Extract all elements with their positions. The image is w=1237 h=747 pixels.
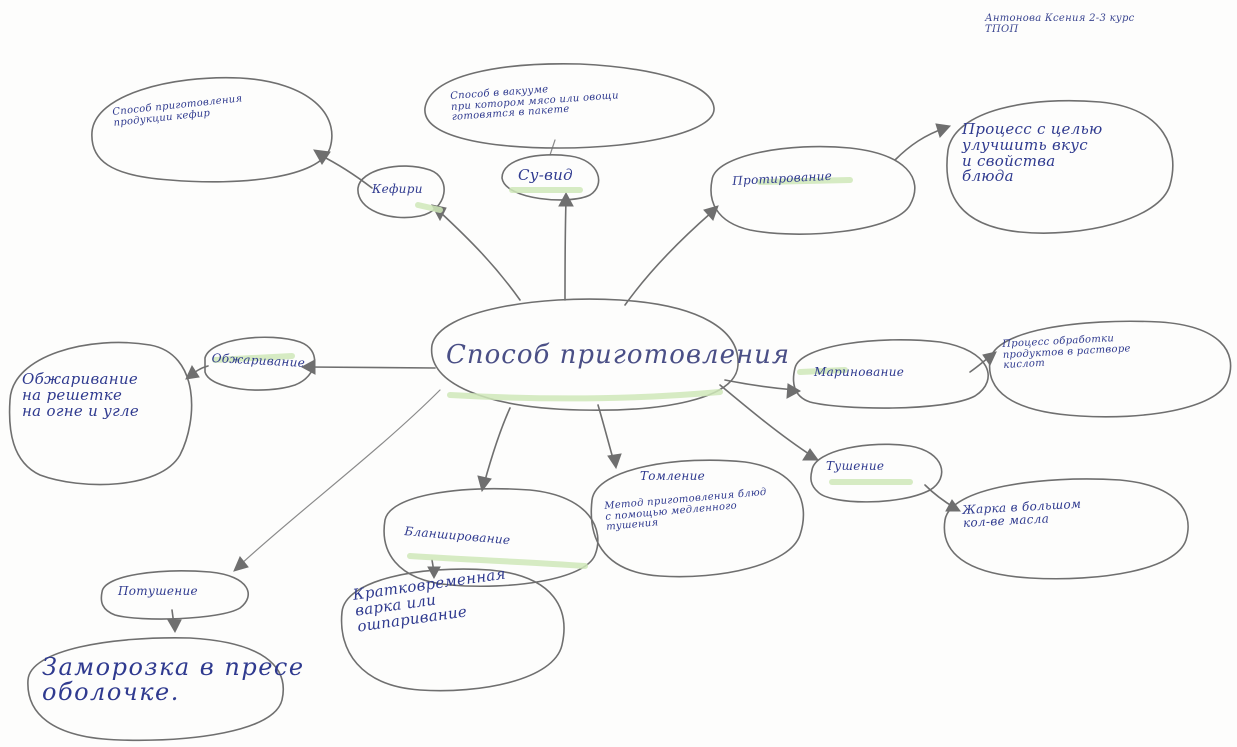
center-oval [430, 298, 739, 412]
link-kefiri [439, 211, 521, 301]
highlight-center [447, 389, 723, 402]
highlight-marinovanie [797, 367, 848, 375]
highlight-kefiri [415, 202, 443, 213]
author-note: Антонова Ксения 2-3 курс ТПОП [985, 13, 1135, 35]
suvid-desc-oval [424, 63, 715, 149]
obzharivanie-desc-oval [8, 341, 193, 486]
blanshirovanie-desc-oval [340, 568, 565, 692]
suvid-oval [501, 154, 600, 201]
link-obzharivanie [307, 366, 436, 369]
link-suvid [564, 199, 567, 301]
link-blanshirovanie [483, 407, 511, 485]
marinovanie-desc-oval [988, 320, 1232, 418]
kefiri-desc-oval [91, 76, 333, 183]
tomlenie-label: Томление [640, 469, 706, 483]
potushenie-label: Потушение [118, 584, 198, 598]
tushenie-desc-oval [943, 478, 1189, 580]
marinovanie-desc: Процесс обработки продуктов в растворе к… [1001, 333, 1131, 371]
obzharivanie-oval [204, 336, 316, 391]
suvid-label: Су-вид [518, 166, 573, 184]
link-tushenie [719, 384, 813, 457]
arrowhead-kefiri-desc [313, 149, 331, 165]
highlight-obzharivanie [212, 353, 295, 363]
arrowhead-protivirovanie [703, 205, 719, 221]
potushenie-desc: Заморозка в пресе оболочке. [42, 653, 305, 707]
obzharivanie-desc: Обжаривание на решетке на огне и угле [22, 370, 140, 420]
marinovanie-label: Маринование [814, 365, 905, 379]
arrowhead-potushenie-desc [167, 619, 182, 634]
arrowhead-protivirovanie-desc [935, 123, 952, 138]
highlight-blanshirovanie [407, 553, 588, 569]
highlight-protivirovanie [757, 177, 853, 185]
arrowhead-tomlenie [607, 453, 622, 470]
link-protivirovanie [624, 211, 713, 306]
arrowhead-obzharivanie-desc [185, 364, 200, 380]
kefiri-label: Кефири [372, 182, 423, 196]
center-node-label: Способ приготовления [446, 340, 791, 370]
tushenie-label: Тушение [826, 459, 885, 473]
potushenie-oval [100, 570, 249, 620]
arrowhead-potushenie [233, 556, 249, 572]
kefiri-oval [357, 165, 445, 219]
arrowhead-blanshirovanie [477, 475, 492, 493]
arrowhead-tushenie [802, 448, 819, 461]
blanshirovanie-oval [383, 487, 599, 588]
tomlenie-desc-oval [590, 459, 805, 578]
marinovanie-oval [792, 339, 989, 409]
tushenie-oval [810, 443, 943, 503]
link-potushenie [239, 389, 441, 566]
potushenie-desc-oval [27, 637, 285, 742]
protivirovanie-oval [710, 145, 916, 235]
protivirovanie-desc: Процесс с целью улучшить вкус и свойства… [962, 120, 1103, 186]
protivirovanie-desc-oval [946, 99, 1174, 234]
